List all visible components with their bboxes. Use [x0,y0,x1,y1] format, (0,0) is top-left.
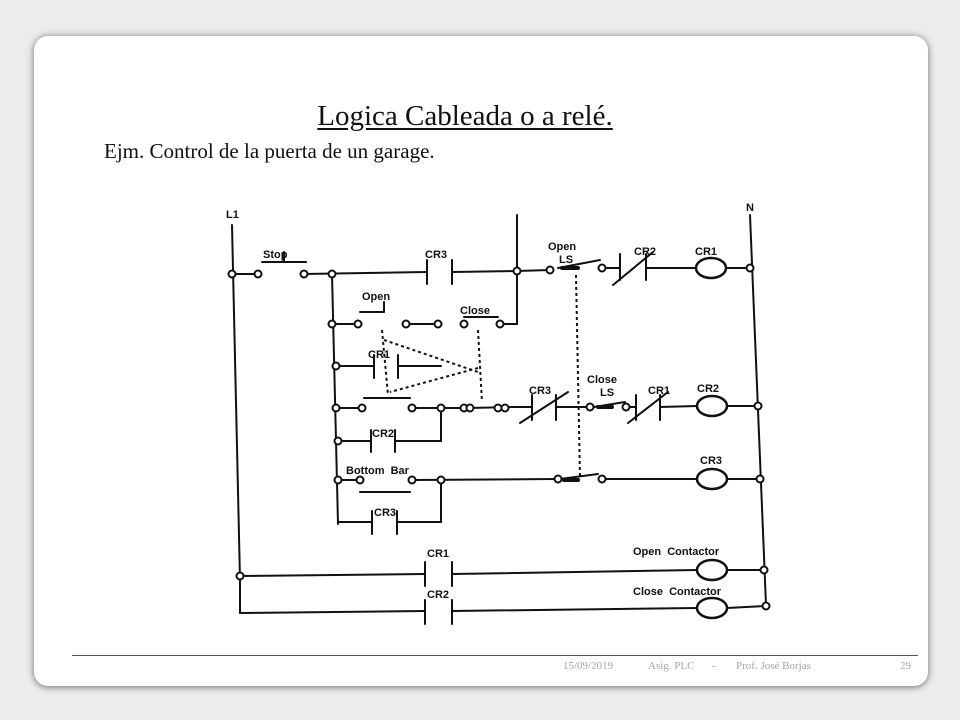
label-close-ls-2: LS [600,387,614,399]
slide-subtitle: Ejm. Control de la puerta de un garage. [104,139,435,163]
label-stop: Stop [263,249,288,261]
label-cr1-nc-mid: CR1 [648,385,670,397]
label-open-contactor: Open Contactor [633,546,720,558]
slide-card [34,36,928,686]
footer-divider [72,655,918,656]
open-contactor-coil-icon [695,558,729,582]
label-close-ls-1: Close [587,374,617,386]
label-close-pb: Close [460,305,490,317]
label-cr1-seal: CR1 [368,349,390,361]
ladder-diagram-svg: L1 N Stop CR3 Open LS CR2 CR1 Open Close… [226,202,771,625]
slide-number: 29 [900,660,911,672]
slide-title: Logica Cableada o a relé. [317,100,613,132]
label-cr2-coil: CR2 [697,383,719,395]
label-open-ls-1: Open [548,241,576,253]
label-cr2-out: CR2 [427,589,449,601]
label-cr3-nc-mid: CR3 [529,385,551,397]
cr1-coil-icon [694,256,728,280]
ladder-diagram: L1 N Stop CR3 Open LS CR2 CR1 Open Close… [150,162,830,652]
label-bottom-bar: Bottom Bar [346,465,410,477]
label-close-contactor: Close Contactor [633,586,722,598]
label-cr2-seal: CR2 [372,428,394,440]
footer-date: 15/09/2019 [563,660,614,672]
label-cr3-seal: CR3 [425,249,447,261]
label-cr2-nc-top: CR2 [634,246,656,258]
label-cr3-coil: CR3 [700,455,722,467]
label-open-ls-2: LS [559,254,573,266]
cr2-coil-icon [695,394,729,418]
label-n: N [746,202,754,214]
label-cr1-out: CR1 [427,548,449,560]
footer-course: Asig. PLC [648,660,695,672]
label-l1: L1 [226,209,239,221]
cr3-coil-icon [695,467,729,491]
close-contactor-coil-icon [695,596,729,620]
label-open-pb: Open [362,291,390,303]
footer-separator: - [712,660,716,672]
label-cr3-seal-low: CR3 [374,507,396,519]
label-cr1-coil: CR1 [695,246,717,258]
footer-author: Prof. José Borjas [736,660,811,672]
